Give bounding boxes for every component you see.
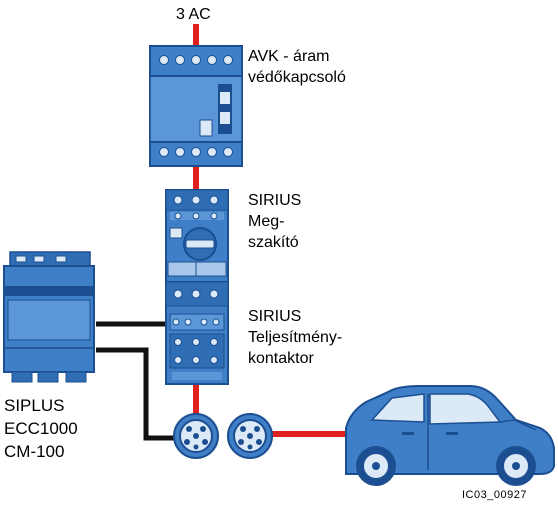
sirius-contactor-label-line-2: Teljesítmény-: [248, 329, 343, 346]
supply-label: 3 AC: [176, 6, 211, 23]
siplus-label: SIPLUS ECC1000 CM-100: [4, 394, 78, 463]
car-wheel-rear: [496, 446, 536, 486]
siplus-label-line-1: SIPLUS: [4, 396, 65, 415]
electric-car-icon: [345, 385, 555, 486]
avk-label: AVK - áram védőkapcsoló: [248, 46, 346, 88]
avk-label-line-2: védőkapcsoló: [248, 69, 346, 86]
sirius-contactor-label-line-1: SIRIUS: [248, 308, 302, 325]
power-wiring: [193, 24, 346, 437]
sirius-contactor-label-line-3: kontaktor: [248, 350, 314, 367]
sirius-contactor-label: SIRIUS Teljesítmény- kontaktor: [248, 306, 342, 369]
control-wiring: [96, 321, 174, 441]
avk-label-line-1: AVK - áram: [248, 48, 330, 65]
circuit-breaker-icon: [165, 189, 229, 283]
sirius-breaker-label: SIRIUS Meg- szakító: [248, 190, 301, 253]
siplus-controller-icon: [3, 251, 95, 383]
car-wheel-front: [356, 446, 396, 486]
siplus-label-line-3: CM-100: [4, 442, 65, 461]
sirius-breaker-label-line-2: Meg-: [248, 213, 285, 230]
control-line-socket: [96, 347, 174, 441]
power-contactor-icon: [165, 281, 229, 385]
sirius-breaker-label-line-3: szakító: [248, 234, 299, 251]
charging-socket-icon: [173, 413, 219, 459]
residual-current-breaker-icon: [149, 45, 243, 167]
siplus-label-line-2: ECC1000: [4, 419, 78, 438]
sirius-breaker-label-line-1: SIRIUS: [248, 192, 302, 209]
figure-code: IC03_00927: [462, 489, 527, 501]
charging-plug-icon: [227, 413, 273, 459]
